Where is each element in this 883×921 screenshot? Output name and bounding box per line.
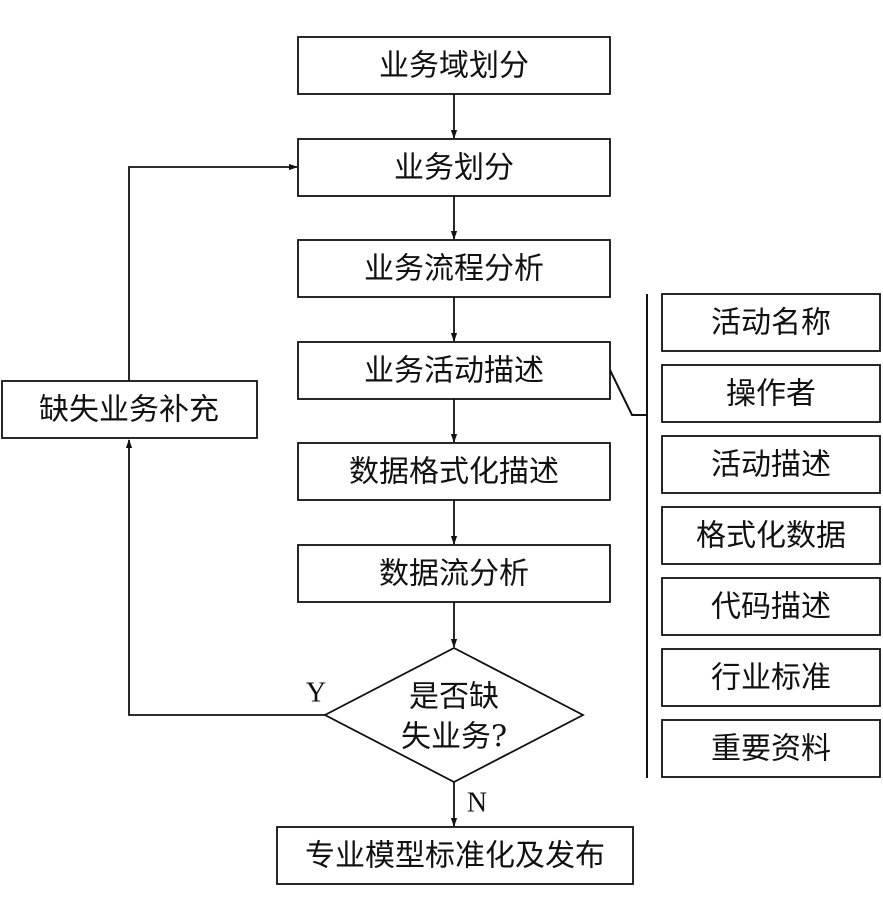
- step-data-format-description-label: 数据格式化描述: [349, 455, 559, 490]
- detail-formatted-data: 格式化数据: [661, 506, 881, 565]
- detail-important-materials-label: 重要资料: [711, 732, 831, 767]
- step-data-flow-analysis-label: 数据流分析: [379, 557, 529, 592]
- detail-code-description-label: 代码描述: [711, 590, 831, 625]
- detail-formatted-data-label: 格式化数据: [696, 519, 846, 554]
- step-activity-description-label: 业务活动描述: [364, 354, 544, 389]
- detail-industry-standard: 行业标准: [661, 648, 881, 707]
- feedback-box: 缺失业务补充: [1, 380, 258, 439]
- yes-label: Y: [306, 678, 326, 709]
- step-business-division: 业务划分: [297, 138, 611, 197]
- detail-industry-standard-label: 行业标准: [711, 661, 831, 696]
- step-model-standardization-label: 专业模型标准化及发布: [305, 839, 605, 874]
- detail-operator: 操作者: [661, 364, 881, 423]
- feedback-box-label: 缺失业务补充: [39, 393, 219, 428]
- no-label: N: [467, 788, 487, 819]
- detail-activity-description-label: 活动描述: [711, 448, 831, 483]
- detail-operator-label: 操作者: [726, 377, 816, 412]
- step-activity-description: 业务活动描述: [297, 341, 611, 400]
- decision-label-line1: 是否缺: [409, 680, 499, 715]
- detail-activity-name-label: 活动名称: [711, 306, 831, 341]
- step-business-division-label: 业务划分: [394, 151, 514, 186]
- step-domain-division-label: 业务域划分: [379, 49, 529, 84]
- arrow-feedback-to-business: [128, 163, 298, 381]
- step-model-standardization: 专业模型标准化及发布: [276, 826, 634, 885]
- detail-important-materials: 重要资料: [661, 719, 881, 778]
- step-process-analysis: 业务流程分析: [297, 239, 611, 298]
- detail-activity-name: 活动名称: [661, 293, 881, 352]
- step-domain-division: 业务域划分: [297, 36, 611, 95]
- step-data-flow-analysis: 数据流分析: [297, 544, 611, 603]
- step-data-format-description: 数据格式化描述: [297, 442, 611, 501]
- decision-missing-business: 是否缺 失业务?: [323, 646, 585, 784]
- detail-connector: [609, 369, 647, 416]
- decision-label-line2: 失业务?: [401, 720, 507, 755]
- step-process-analysis-label: 业务流程分析: [364, 252, 544, 287]
- arrow-yes-to-feedback: [125, 439, 325, 716]
- detail-activity-description: 活动描述: [661, 435, 881, 494]
- detail-code-description: 代码描述: [661, 577, 881, 636]
